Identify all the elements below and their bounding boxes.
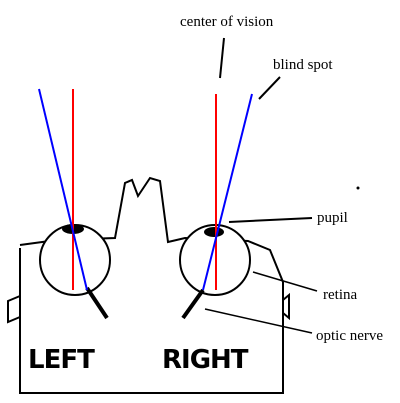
pupil-leader xyxy=(228,217,313,223)
stray-dot xyxy=(356,186,360,190)
retina-leader xyxy=(252,271,318,292)
left-blind-spot-line xyxy=(38,88,88,291)
label-center-of-vision: center of vision xyxy=(180,14,274,30)
label-blind-spot: blind spot xyxy=(273,57,333,73)
label-optic-nerve: optic nerve xyxy=(316,328,383,344)
right-blind-spot-line xyxy=(202,93,253,291)
right-optic-nerve xyxy=(181,288,205,320)
label-left: LEFT xyxy=(28,345,95,375)
center-of-vision-leader xyxy=(219,37,225,79)
label-retina: retina xyxy=(323,287,357,303)
blind-spot-leader xyxy=(258,76,281,100)
label-right: RIGHT xyxy=(162,345,249,375)
left-optic-nerve xyxy=(85,286,109,320)
head-outline xyxy=(19,176,284,394)
optic-nerve-leader xyxy=(204,308,313,334)
left-ear xyxy=(7,295,21,324)
right-ear xyxy=(282,292,290,321)
right-pupil xyxy=(204,227,224,237)
label-pupil: pupil xyxy=(317,210,348,226)
